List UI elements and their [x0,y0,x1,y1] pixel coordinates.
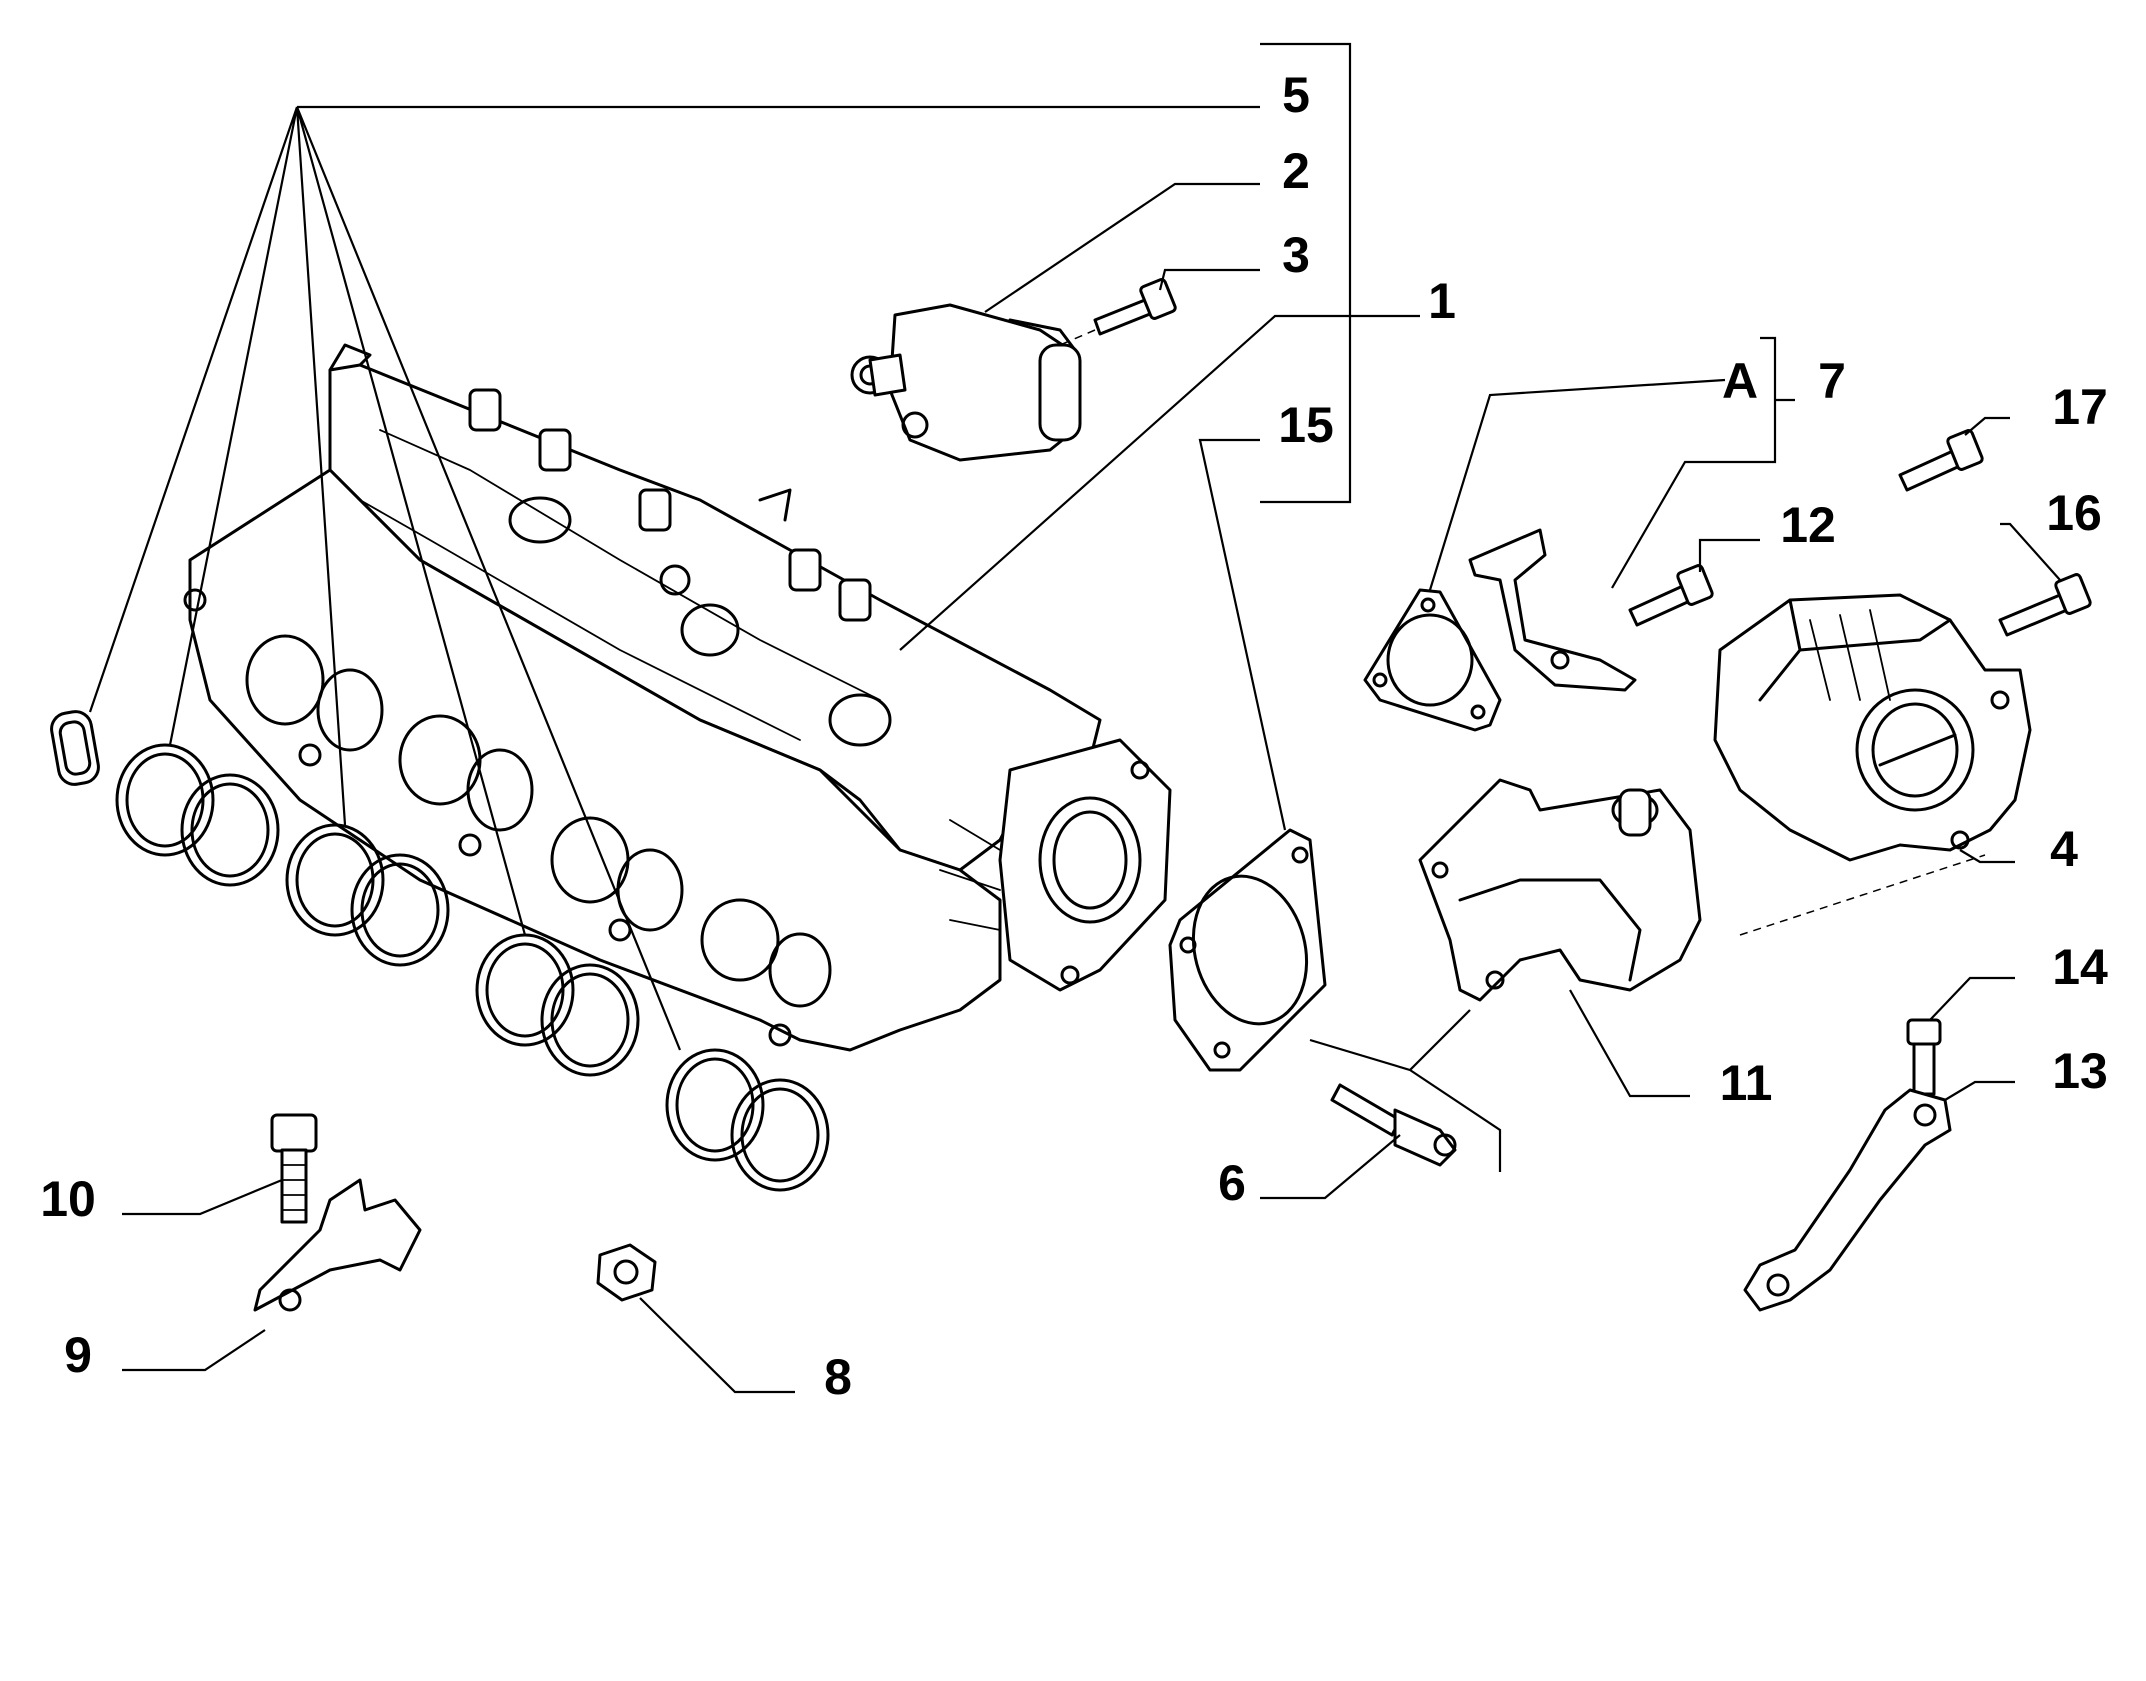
callout-16: 16 [2046,485,2102,541]
callout-3: 3 [1282,227,1310,283]
callout-10: 10 [40,1171,96,1227]
screw-16 [1998,573,2092,637]
intake-elbow [1418,778,1702,1002]
callout-13: 13 [2052,1043,2108,1099]
strap-bracket [1743,1088,1952,1312]
gasket-a [1363,588,1502,732]
intake-manifold [183,343,1172,1052]
sensor-screw [1093,278,1177,336]
callout-6: 6 [1218,1155,1246,1211]
bracket-9 [253,1178,422,1312]
callout-9: 9 [64,1327,92,1383]
screw-14 [1906,1018,1942,1096]
callout-2: 2 [1282,143,1310,199]
screw-17 [1898,429,1984,492]
bracket-7 [1468,528,1637,692]
callout-1: 1 [1428,273,1456,329]
throttle-body [1713,593,2032,862]
callout-A: A [1722,353,1758,409]
callout-12: 12 [1780,497,1836,553]
leader-lines [88,42,2061,1394]
nut-8 [596,1243,657,1302]
callout-14: 14 [2052,939,2108,995]
callout-7: 7 [1818,353,1846,409]
callout-11: 11 [1720,1055,1773,1111]
callout-17: 17 [2052,379,2108,435]
screw-12 [1628,564,1714,627]
pressure-sensor [850,303,1082,462]
callout-15: 15 [1278,397,1334,453]
callout-8: 8 [824,1349,852,1405]
callout-4: 4 [2050,821,2078,877]
callout-5: 5 [1282,67,1310,123]
bolt-6 [1330,1083,1457,1167]
throttle-gasket [1168,828,1327,1072]
bolt-10 [270,1113,318,1224]
callout-labels: 5 2 3 1 15 A 7 17 12 16 4 14 11 13 6 10 … [40,67,2108,1405]
